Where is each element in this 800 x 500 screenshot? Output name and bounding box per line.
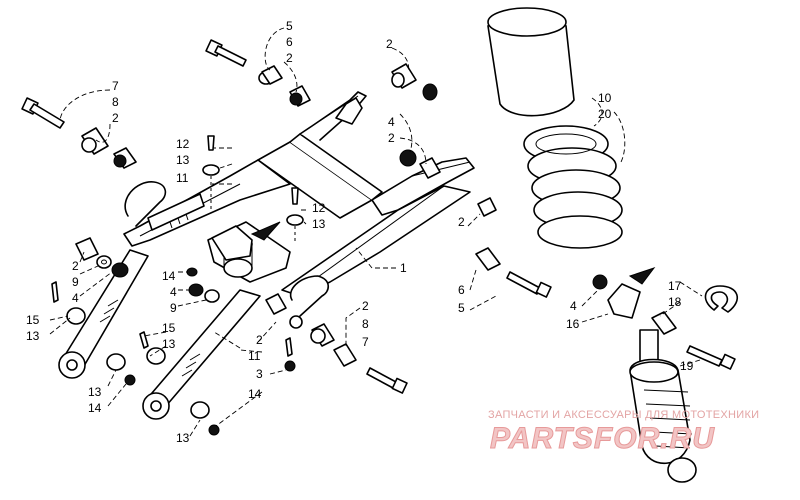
bushing-2-left: [113, 147, 137, 169]
bolt-12-washer-13-mid: [286, 187, 304, 244]
callout-4c: 4: [170, 285, 177, 299]
bushing-2-upper-right: [391, 63, 438, 101]
callout-13c: 13: [26, 329, 40, 343]
washer-13-bottom-left: [106, 353, 136, 386]
clip-ring-17: [704, 285, 739, 313]
nut-4-center: [188, 283, 204, 297]
callout-5b: 5: [458, 301, 465, 315]
bushing-7-lower: [333, 343, 357, 367]
washer-9-left: [96, 255, 112, 269]
callout-2a: 2: [286, 51, 293, 65]
callout-5a: 5: [286, 19, 293, 33]
callout-8a: 8: [112, 95, 119, 109]
callout-9b: 9: [170, 301, 177, 315]
bushing-6-bolt-5-right: [475, 247, 552, 298]
callout-6b: 6: [458, 283, 465, 297]
callout-8b: 8: [362, 317, 369, 331]
callout-2d: 2: [388, 131, 395, 145]
callout-14b: 14: [88, 401, 102, 415]
direction-arrow-icon-frame: [250, 221, 281, 241]
callout-4b: 4: [72, 291, 79, 305]
leader-lines: [49, 27, 703, 437]
callout-13f: 13: [176, 431, 190, 445]
bolt-lower-right: [366, 367, 408, 394]
callout-15a: 15: [26, 313, 40, 327]
callout-2f: 2: [72, 259, 79, 273]
callout-13e: 13: [88, 385, 102, 399]
callout-11b: 11: [248, 349, 261, 363]
bushing-2-lower: [265, 293, 303, 329]
nut-4-left: [111, 262, 129, 278]
bushing-8-left: [81, 127, 109, 155]
callout-1: 1: [400, 261, 407, 275]
callout-13a: 13: [176, 153, 190, 167]
rear-cross-tube: [147, 193, 205, 231]
washer-9-center: [204, 289, 220, 303]
coil-spring-part-20: [523, 125, 623, 249]
shock-absorber-body: [629, 329, 697, 483]
callout-20: 20: [598, 107, 612, 121]
bolt-7-left: [21, 97, 65, 129]
callout-2g: 2: [256, 333, 263, 347]
reference-labels: 5 6 2 7 8 2 2 12 13 11 4 2 10 20 12 13 1…: [26, 19, 694, 445]
bushing-4-2-right: [399, 149, 441, 179]
callout-4a: 4: [388, 115, 395, 129]
callout-15b: 15: [162, 321, 176, 335]
bushing-2-top: [289, 85, 311, 107]
callout-14a: 14: [162, 269, 176, 283]
callout-2b: 2: [112, 111, 119, 125]
watermark: ЗАПЧАСТИ И АКСЕССУАРЫ ДЛЯ МОТОТЕХНИКИ PA…: [488, 409, 759, 456]
watermark-caption: ЗАПЧАСТИ И АКСЕССУАРЫ ДЛЯ МОТОТЕХНИКИ: [488, 409, 759, 421]
nut-14-center: [186, 267, 198, 277]
shock-eye-16-sleeve-18: [592, 274, 677, 335]
bushing-6-top: [258, 65, 283, 85]
pin-3-nut-14-lower: [284, 337, 296, 372]
washer-13-bottom-center: [190, 401, 220, 436]
callout-17: 17: [668, 279, 682, 293]
callout-7b: 7: [362, 335, 369, 349]
callout-12a: 12: [176, 137, 190, 151]
bushing-2-rear-right: [477, 197, 497, 217]
callout-9a: 9: [72, 275, 79, 289]
callout-7a: 7: [112, 79, 119, 93]
callout-10: 10: [598, 91, 612, 105]
bolt-15-center: [139, 331, 166, 365]
right-link-arm: [142, 289, 261, 420]
callout-16: 16: [566, 317, 580, 331]
bolt-5-top: [205, 39, 247, 67]
callout-2e: 2: [458, 215, 465, 229]
callout-6a: 6: [286, 35, 293, 49]
callout-3: 3: [256, 367, 263, 381]
callout-13d: 13: [162, 337, 176, 351]
bolt-15-left: [51, 281, 86, 325]
watermark-logo: PARTSFOR.RU: [490, 422, 715, 455]
bushing-8-lower: [310, 323, 335, 347]
spring-boot-part-10: [487, 7, 575, 117]
bushing-2-front-left: [75, 237, 99, 261]
callout-2h: 2: [362, 299, 369, 313]
left-link-arm: [58, 249, 149, 379]
callout-4d: 4: [570, 299, 577, 313]
callout-13b: 13: [312, 217, 326, 231]
direction-arrow-icon-shock: [628, 267, 656, 285]
callout-19: 19: [680, 359, 694, 373]
callout-18: 18: [668, 295, 682, 309]
callout-14c: 14: [248, 387, 262, 401]
callout-12b: 12: [312, 201, 326, 215]
callout-11a: 11: [176, 171, 189, 185]
bolt-12-washer-13-upper: [202, 135, 220, 212]
bolt-19-shock: [686, 345, 736, 370]
callout-2c: 2: [386, 37, 393, 51]
